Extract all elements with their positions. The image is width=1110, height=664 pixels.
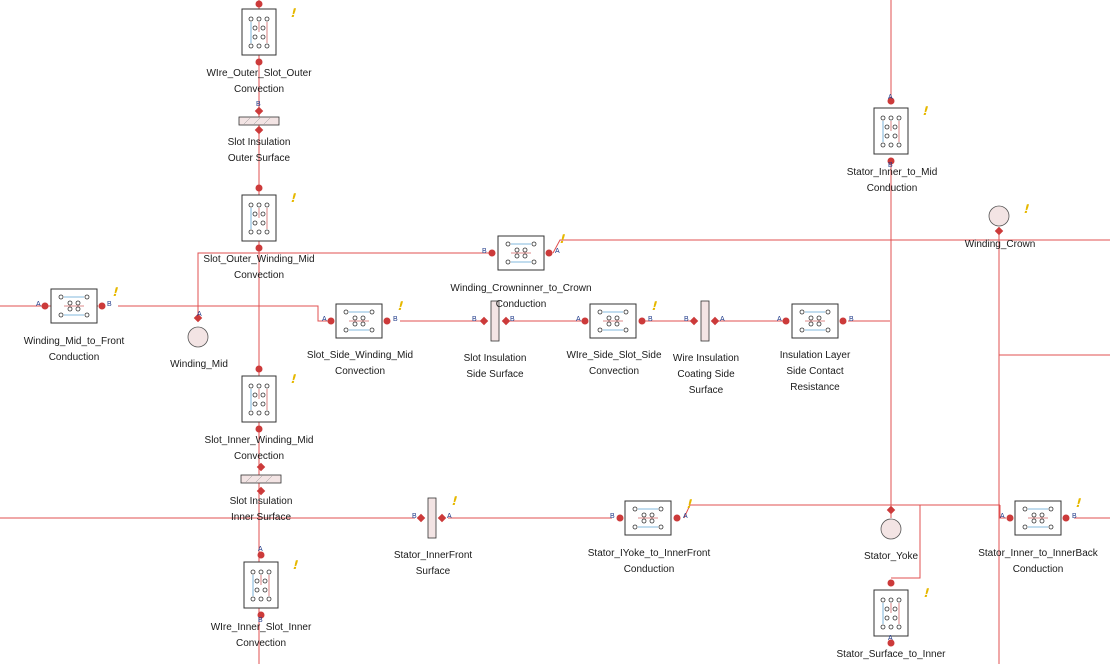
port-letter: A — [197, 311, 202, 318]
port-letter: A — [777, 316, 782, 323]
slot-insulation-inner-element[interactable] — [240, 474, 282, 484]
port-letter: A — [1000, 513, 1005, 520]
wire — [998, 260, 1110, 356]
wire — [118, 305, 199, 318]
port-letter: A — [683, 513, 688, 520]
port-letter: B — [258, 617, 263, 624]
winding-crown-node[interactable] — [988, 205, 1010, 227]
block-label-stator-surface-to-inner: Stator_Surface_to_Inner — [836, 649, 946, 660]
slot-side-winding-mid-block[interactable] — [335, 303, 383, 339]
port-letter: B — [107, 301, 112, 308]
wire-outer-slot-outer-block[interactable] — [241, 8, 277, 56]
wire — [552, 239, 1110, 254]
port-letter: A — [555, 248, 560, 255]
port-letter: A — [36, 301, 41, 308]
stator-surface-to-inner-block[interactable] — [873, 589, 909, 637]
port-letter: A — [576, 316, 581, 323]
wire-side-slot-side-block[interactable] — [589, 303, 637, 339]
port-letter: B — [888, 162, 893, 169]
wire — [197, 252, 492, 306]
stator-yoke-node[interactable] — [880, 518, 902, 540]
slot-inner-winding-mid-block[interactable] — [241, 375, 277, 423]
node-label-stator-yoke: Stator_Yoke — [863, 551, 919, 562]
port-letter: B — [648, 316, 653, 323]
port-letter: B — [1072, 513, 1077, 520]
wire — [683, 504, 1000, 519]
wire — [999, 505, 1006, 519]
node-label-winding-mid: Winding_Mid — [170, 359, 228, 370]
insulation-layer-side-block[interactable] — [791, 303, 839, 339]
port-letter: A — [720, 316, 725, 323]
slot-outer-winding-mid-block[interactable] — [241, 194, 277, 242]
wire — [891, 504, 921, 579]
port-letter: A — [888, 94, 893, 101]
port-letter: B — [849, 316, 854, 323]
wire-inner-slot-inner-block[interactable] — [243, 561, 279, 609]
port-letter: A — [447, 513, 452, 520]
port-letter: B — [472, 316, 477, 323]
winding-mid-to-front-block[interactable] — [50, 288, 98, 324]
port-letter: B — [256, 101, 261, 108]
port-letter: B — [412, 513, 417, 520]
stator-inner-to-innerback-block[interactable] — [1014, 500, 1062, 536]
port-letter: A — [888, 635, 893, 642]
port-letter: B — [610, 513, 615, 520]
stator-innerfront-surface-element[interactable] — [427, 497, 437, 539]
port-letter: A — [322, 316, 327, 323]
wire-insulation-coating-element[interactable] — [700, 300, 710, 342]
stator-inner-to-mid-block[interactable] — [873, 107, 909, 155]
stator-iyoke-to-innerfront-block[interactable] — [624, 500, 672, 536]
winding-mid-node[interactable] — [187, 326, 209, 348]
port-letter: B — [482, 248, 487, 255]
slot-insulation-outer-element[interactable] — [238, 116, 280, 126]
port-letter: A — [258, 546, 263, 553]
slot-insulation-side-element[interactable] — [490, 300, 500, 342]
port-letter: B — [510, 316, 515, 323]
wire — [198, 305, 332, 322]
port-letter: B — [393, 316, 398, 323]
port-letter: B — [684, 316, 689, 323]
winding-crowninner-to-crown-block[interactable] — [497, 235, 545, 271]
node-label-winding-crown: Winding_Crown — [964, 239, 1036, 250]
